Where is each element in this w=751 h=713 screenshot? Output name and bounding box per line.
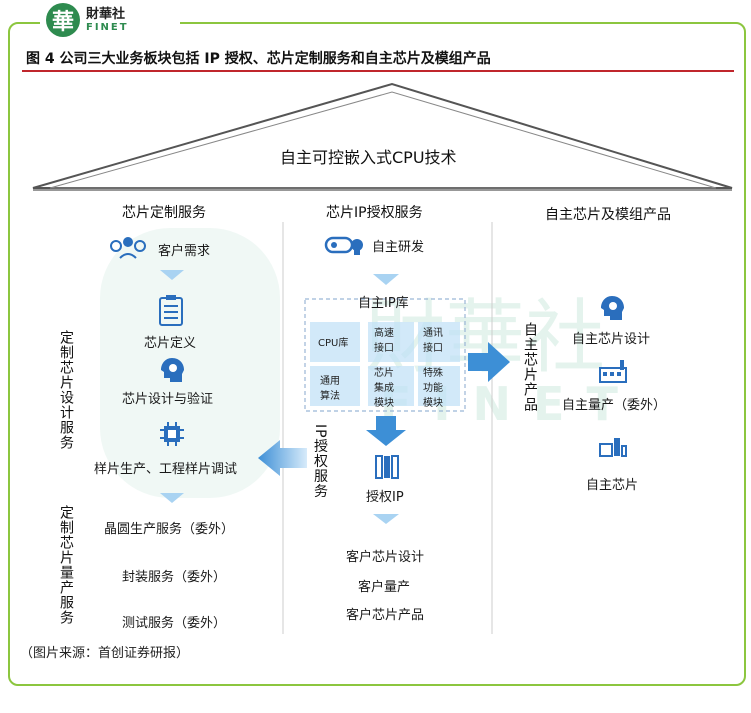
figure-source: （图片来源：首创证券研报） [20,646,190,661]
chip-icon [160,422,184,446]
right-item-chip: 自主芯片 [586,478,639,493]
middle-self-dev: 自主研发 [372,240,425,255]
rd-icon [324,236,363,255]
middle-license: 授权IP [366,490,404,505]
left-step-customer-needs: 客户需求 [158,244,211,259]
lib-cpu: CPU库 [318,338,349,349]
lib-algo: 通用 算法 [320,376,340,402]
middle-output-production: 客户量产 [358,580,411,595]
logo-name-cn: 財華社 [86,6,126,22]
lib-comm: 通讯 接口 [423,328,443,354]
figure-title: 图 4 公司三大业务板块包括 IP 授权、芯片定制服务和自主芯片及模组产品 [26,51,491,67]
mass-wafer: 晶圆生产服务（委外） [104,522,235,537]
left-side-label-design: 定制芯片设计服务 [58,330,74,450]
mass-packaging: 封装服务（委外） [122,570,227,585]
factory-icon [599,360,627,383]
right-item-production: 自主量产（委外） [562,398,667,413]
middle-output-design: 客户芯片设计 [346,550,425,565]
head-gear-icon [601,296,624,320]
right-item-design: 自主芯片设计 [572,332,651,347]
lib-integrated: 芯片 集成 模块 [374,368,394,409]
middle-side-label: IP授权服务 [312,424,328,499]
left-step-sample-production: 样片生产、工程样片调试 [94,462,238,477]
left-step-design-verification: 芯片设计与验证 [122,392,214,407]
logo-badge-icon: 華 [46,3,80,37]
clipboard-icon [159,295,183,326]
lib-highspeed: 高速 接口 [374,328,394,354]
lib-special: 特殊 功能 模块 [423,368,443,409]
binders-icon [375,455,399,479]
left-side-label-mass: 定制芯片量产服务 [58,505,74,625]
right-side-label: 自主芯片产品 [522,322,538,412]
head-gear-icon [161,358,184,382]
left-step-chip-definition: 芯片定义 [144,336,197,351]
roof-label: 自主可控嵌入式CPU技术 [280,148,457,167]
right-header: 自主芯片及模组产品 [545,207,671,223]
left-header: 芯片定制服务 [122,205,206,221]
mass-testing: 测试服务（委外） [122,616,227,631]
middle-ip-library: 自主IP库 [358,296,409,311]
title-rule [22,70,734,72]
customer-needs-icon [110,237,146,259]
products-icon [599,438,627,457]
finet-logo: 華 財華社 FINET [40,2,180,38]
middle-output-product: 客户芯片产品 [346,608,425,623]
middle-header: 芯片IP授权服务 [326,205,423,221]
logo-name-en: FINET [86,21,129,33]
